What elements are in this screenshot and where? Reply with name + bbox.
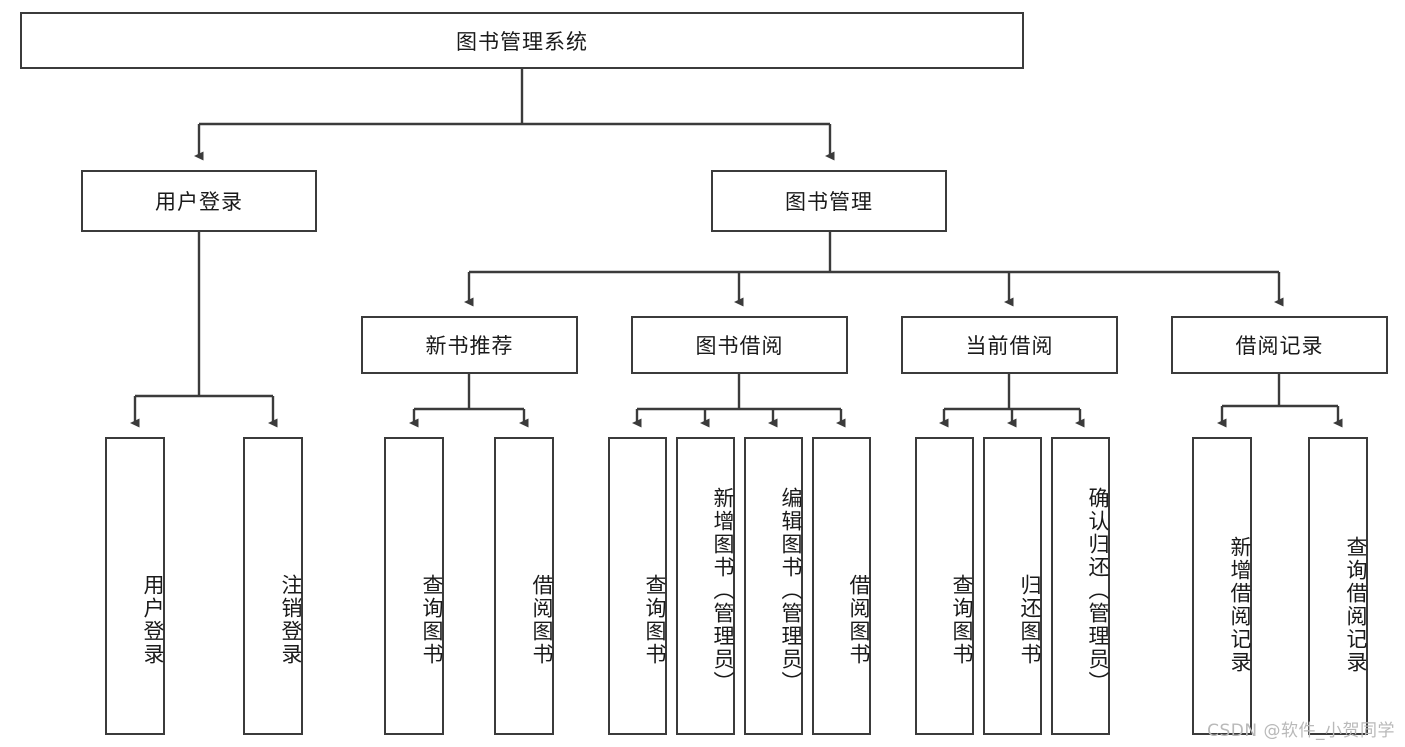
node-leaf-confirm-return-label: 确认归还（管理员）: [1086, 486, 1110, 694]
node-leaf-query-record[interactable]: 查询借阅记录: [1308, 437, 1368, 735]
node-current-borrow[interactable]: 当前借阅: [901, 316, 1118, 374]
node-book-manage-label: 图书管理: [785, 190, 873, 214]
node-leaf-logout[interactable]: 注销登录: [243, 437, 303, 735]
node-leaf-add-record[interactable]: 新增借阅记录: [1192, 437, 1252, 735]
node-new-book-rec-label: 新书推荐: [425, 334, 514, 358]
node-book-manage[interactable]: 图书管理: [711, 170, 947, 232]
node-leaf-return-book[interactable]: 归还图书: [983, 437, 1042, 735]
node-leaf-query-record-label: 查询借阅记录: [1344, 536, 1368, 674]
node-leaf-edit-book[interactable]: 编辑图书（管理员）: [744, 437, 803, 735]
node-leaf-query-book-1[interactable]: 查询图书: [384, 437, 444, 735]
node-user-login-label: 用户登录: [155, 190, 243, 214]
node-leaf-query-book-2[interactable]: 查询图书: [608, 437, 667, 735]
node-leaf-user-login[interactable]: 用户登录: [105, 437, 165, 735]
node-leaf-query-book-1-label: 查询图书: [420, 574, 444, 666]
node-leaf-query-book-3[interactable]: 查询图书: [915, 437, 974, 735]
node-book-borrow-label: 图书借阅: [695, 334, 784, 358]
node-borrow-record[interactable]: 借阅记录: [1171, 316, 1388, 374]
node-leaf-edit-book-label: 编辑图书（管理员）: [779, 486, 803, 694]
node-leaf-borrow-book-2-label: 借阅图书: [847, 574, 871, 666]
node-user-login[interactable]: 用户登录: [81, 170, 317, 232]
node-leaf-query-book-3-label: 查询图书: [950, 574, 974, 666]
node-leaf-borrow-book-1-label: 借阅图书: [530, 574, 554, 666]
node-new-book-rec[interactable]: 新书推荐: [361, 316, 578, 374]
watermark-text: CSDN @软件_小贺同学: [1207, 721, 1395, 741]
node-leaf-borrow-book-1[interactable]: 借阅图书: [494, 437, 554, 735]
node-leaf-return-book-label: 归还图书: [1018, 574, 1042, 666]
node-leaf-add-book[interactable]: 新增图书（管理员）: [676, 437, 735, 735]
node-current-borrow-label: 当前借阅: [965, 334, 1054, 358]
node-leaf-confirm-return[interactable]: 确认归还（管理员）: [1051, 437, 1110, 735]
node-leaf-add-record-label: 新增借阅记录: [1228, 536, 1252, 674]
node-leaf-borrow-book-2[interactable]: 借阅图书: [812, 437, 871, 735]
node-leaf-logout-label: 注销登录: [279, 574, 303, 666]
node-root-label: 图书管理系统: [456, 29, 588, 54]
node-root[interactable]: 图书管理系统: [20, 12, 1024, 69]
node-leaf-add-book-label: 新增图书（管理员）: [711, 486, 735, 694]
node-borrow-record-label: 借阅记录: [1235, 334, 1324, 358]
node-leaf-query-book-2-label: 查询图书: [643, 574, 667, 666]
node-book-borrow[interactable]: 图书借阅: [631, 316, 848, 374]
node-leaf-user-login-label: 用户登录: [141, 574, 165, 666]
